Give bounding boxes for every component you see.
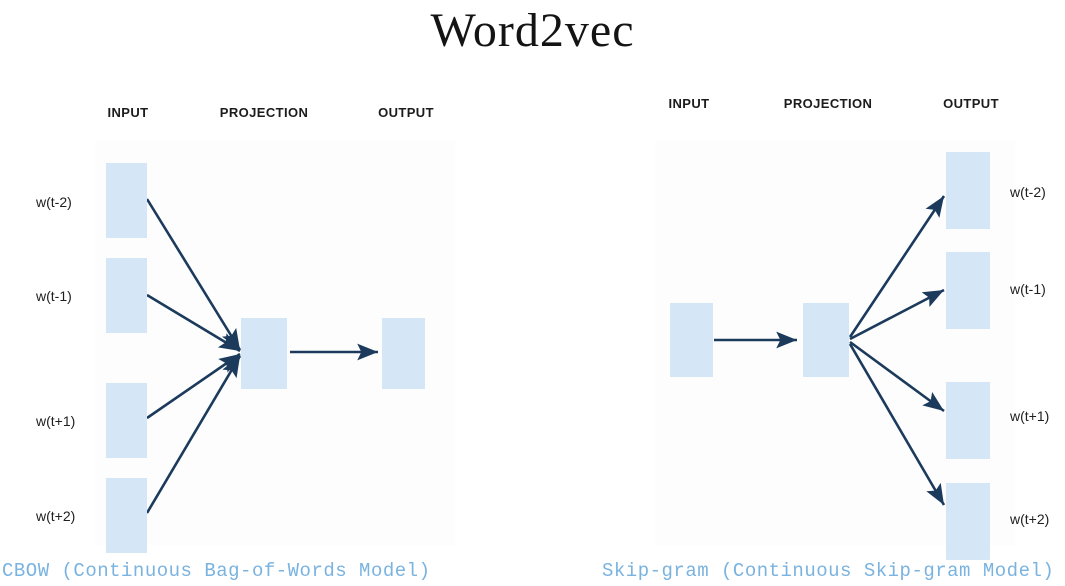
cbow-header-projection: PROJECTION <box>219 105 309 120</box>
skipgram-header-output: OUTPUT <box>943 96 999 111</box>
skipgram-input-box[interactable] <box>670 303 713 377</box>
skipgram-output-label-2: w(t-1) <box>1010 281 1046 297</box>
skipgram-output-box-1[interactable] <box>946 152 990 229</box>
skipgram-header-projection: PROJECTION <box>783 96 873 111</box>
skipgram-caption: Skip-gram (Continuous Skip-gram Model) <box>602 560 1055 582</box>
cbow-input-box-3[interactable] <box>106 383 147 458</box>
cbow-header-output: OUTPUT <box>378 105 434 120</box>
cbow-input-label-1: w(t-2) <box>36 194 72 210</box>
skipgram-output-box-3[interactable] <box>946 382 990 459</box>
skipgram-output-box-4[interactable] <box>946 483 990 560</box>
cbow-caption: CBOW (Continuous Bag-of-Words Model) <box>2 560 431 582</box>
skipgram-header-input: INPUT <box>668 96 710 111</box>
cbow-input-box-4[interactable] <box>106 478 147 553</box>
cbow-input-box-1[interactable] <box>106 163 147 238</box>
skipgram-output-box-2[interactable] <box>946 252 990 329</box>
cbow-input-label-4: w(t+2) <box>36 508 76 524</box>
skipgram-projection-box[interactable] <box>803 303 849 377</box>
cbow-header-input: INPUT <box>107 105 149 120</box>
page-title: Word2vec <box>430 4 635 57</box>
cbow-input-label-3: w(t+1) <box>36 413 76 429</box>
cbow-input-label-2: w(t-1) <box>36 288 72 304</box>
cbow-output-box[interactable] <box>382 318 425 389</box>
skipgram-output-label-4: w(t+2) <box>1010 511 1050 527</box>
skipgram-output-label-3: w(t+1) <box>1010 408 1050 424</box>
skipgram-output-label-1: w(t-2) <box>1010 184 1046 200</box>
cbow-input-box-2[interactable] <box>106 258 147 333</box>
cbow-projection-box[interactable] <box>241 318 287 389</box>
